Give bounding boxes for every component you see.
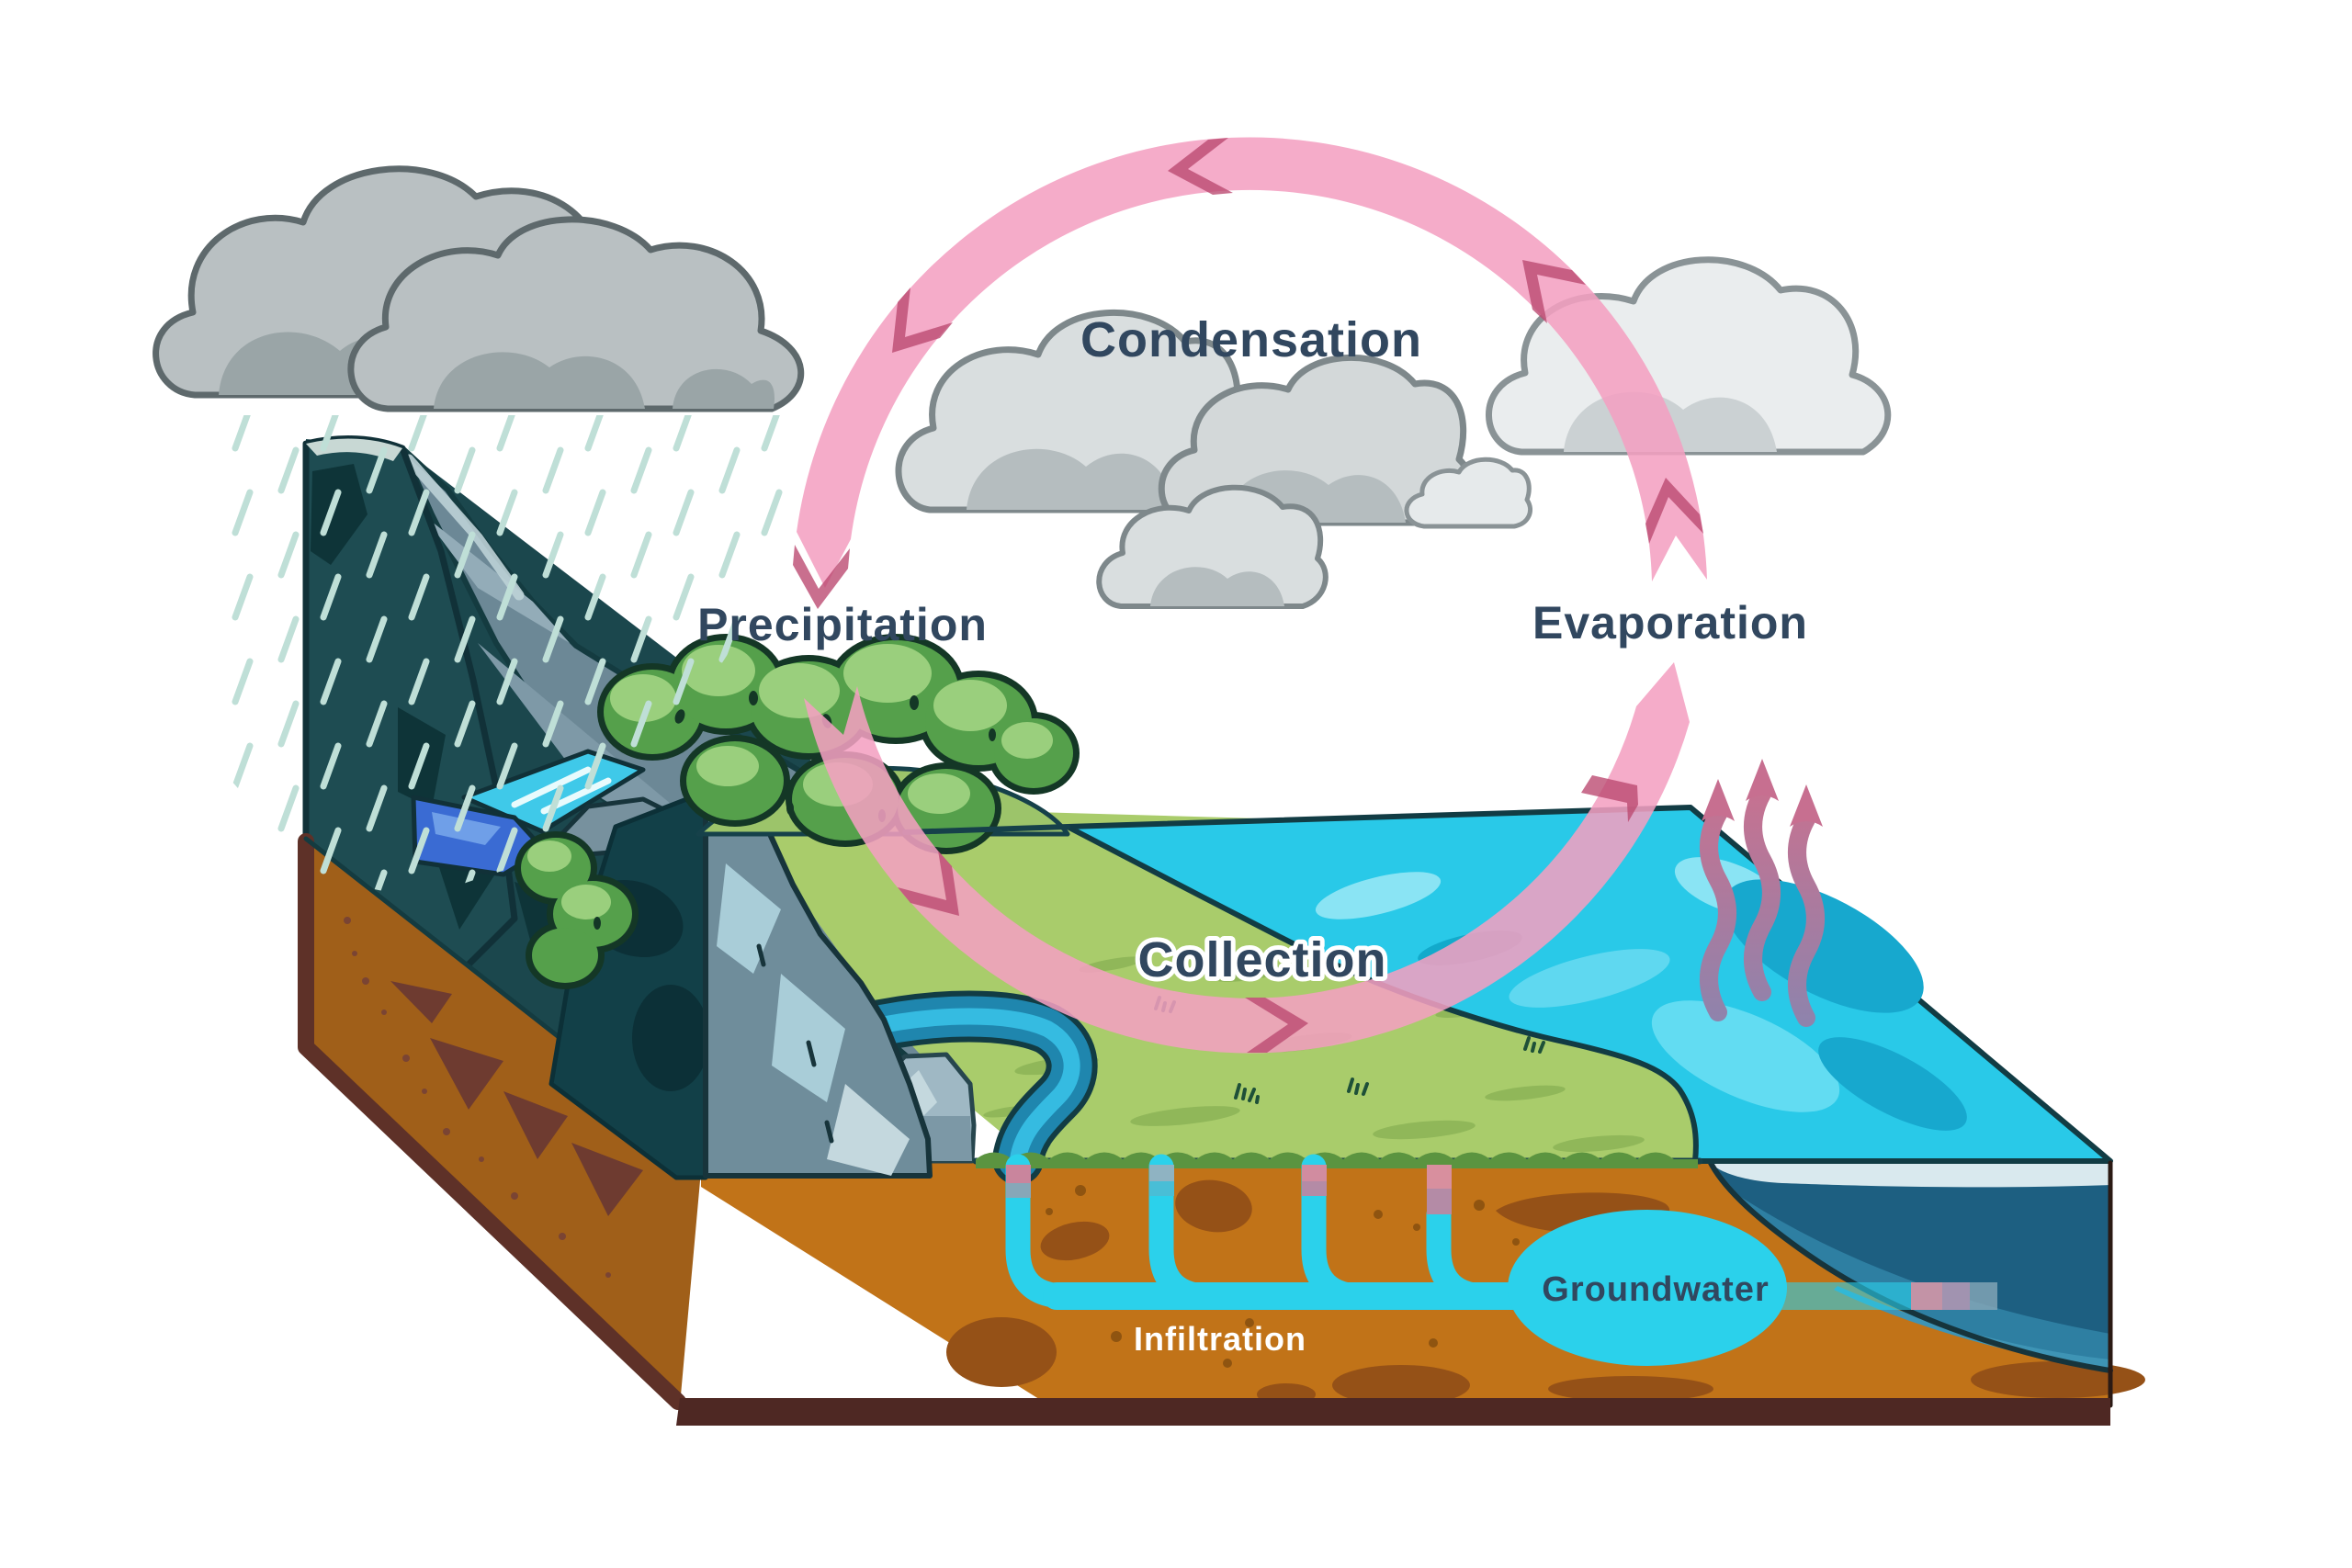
label-evaporation: Evaporation bbox=[1532, 597, 1808, 649]
ridge-detail-strokes bbox=[756, 943, 834, 1144]
mid-cloud-group bbox=[895, 309, 1474, 609]
evaporation-arrow-icon bbox=[1788, 784, 1825, 1027]
cycle-chevron-icon bbox=[892, 288, 953, 353]
cycle-arc-upper bbox=[797, 137, 1707, 588]
soil-side bbox=[306, 839, 703, 1405]
cycle-chevron-icon bbox=[793, 545, 850, 609]
cumulus-cloud-icon bbox=[1096, 484, 1329, 609]
storm-cloud-group bbox=[153, 165, 805, 412]
cycle-ring bbox=[793, 137, 1707, 1054]
cycle-chevron-icon bbox=[1645, 478, 1703, 544]
label-groundwater: Groundwater bbox=[1542, 1270, 1769, 1309]
sea-cross-section bbox=[1708, 1160, 2113, 1373]
soil-side-dots bbox=[344, 917, 611, 1278]
sea-wave-layer bbox=[1834, 1286, 2110, 1371]
infiltration-channels bbox=[1005, 1154, 1997, 1366]
cycle-chevron-icon bbox=[898, 851, 959, 916]
ridge-snow-patch bbox=[717, 863, 781, 974]
foreground-ridge bbox=[548, 787, 933, 1180]
label-infiltration: Infiltration bbox=[1134, 1320, 1306, 1358]
cycle-chevron-icon bbox=[1522, 260, 1586, 323]
base-strip bbox=[676, 1398, 2110, 1426]
storm-cloud-icon bbox=[347, 216, 805, 412]
soil-side-patch bbox=[571, 1143, 643, 1216]
cycle-chevron-icon bbox=[1581, 775, 1638, 822]
soil-side-face bbox=[298, 833, 706, 1410]
stage-labels: Condensation Precipitation Evaporation C… bbox=[697, 312, 1808, 1358]
ridge-snow-patch bbox=[772, 974, 845, 1102]
evaporation-arrow-icon bbox=[1744, 759, 1781, 1001]
evaporation-arrow-icon bbox=[1700, 779, 1736, 1021]
evaporation-arrows bbox=[1700, 759, 1825, 1027]
cycle-chevrons bbox=[793, 138, 1703, 1053]
soil-side-patch bbox=[390, 981, 452, 1023]
soil-side-rim bbox=[298, 833, 686, 1410]
soil-side-patch bbox=[503, 1091, 568, 1159]
soil-side-patch bbox=[430, 1038, 503, 1110]
river bbox=[838, 990, 1098, 1185]
ridge-snow-patch bbox=[827, 1084, 910, 1176]
surface-water bbox=[1065, 805, 2113, 1164]
sea-floor-line bbox=[1708, 1160, 2113, 1373]
cumulus-cloud-icon bbox=[1404, 457, 1532, 529]
cycle-chevron-icon bbox=[1245, 998, 1308, 1053]
label-collection: Collection bbox=[1137, 932, 1386, 987]
sea-foam bbox=[1711, 1163, 2110, 1188]
label-condensation: Condensation bbox=[1080, 312, 1422, 367]
label-precipitation: Precipitation bbox=[697, 599, 988, 650]
seep-gradient-blocks bbox=[1006, 1165, 1997, 1310]
sea-wave-layer bbox=[1736, 1194, 2110, 1371]
cycle-chevron-icon bbox=[1168, 138, 1233, 195]
cycle-arc-lower bbox=[804, 662, 1690, 1054]
groundwater-blob bbox=[1508, 1210, 1787, 1366]
